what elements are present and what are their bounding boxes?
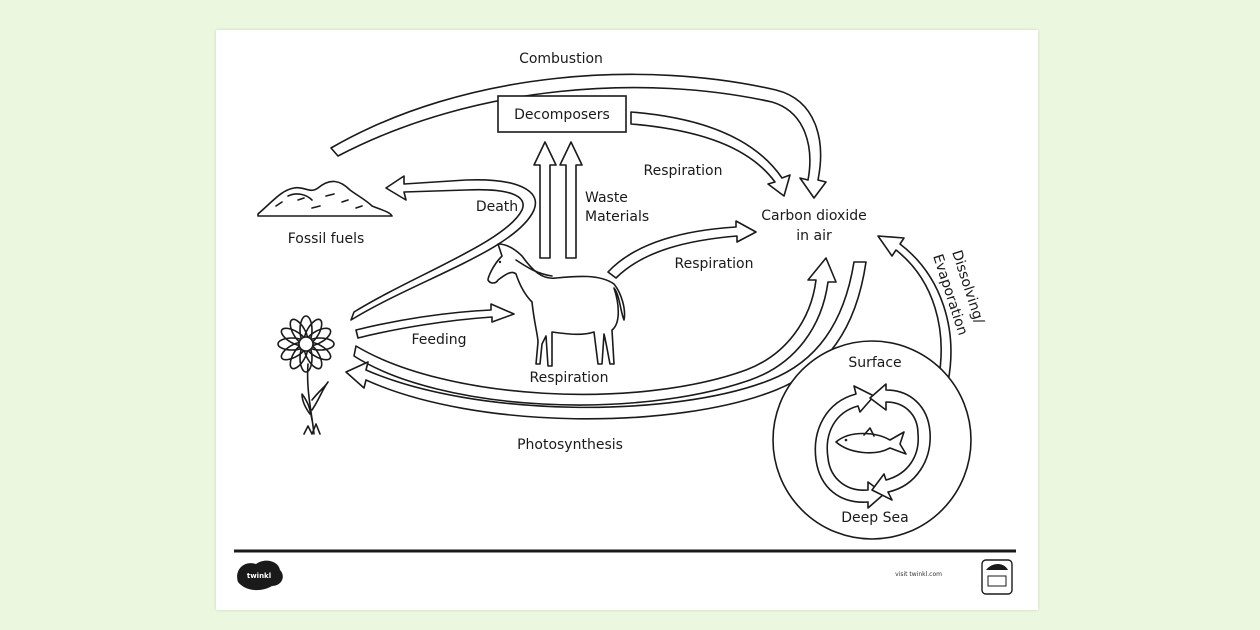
ocean-cycle-arrow-right [869, 383, 931, 501]
respiration-mid-label: Respiration [675, 256, 754, 272]
waste-label-line1: Waste [585, 190, 628, 206]
dissolving-arrow [877, 235, 952, 383]
fossil-fuels-icon [257, 180, 393, 217]
combustion-label: Combustion [519, 51, 603, 67]
horse-icon [487, 243, 626, 367]
fossil-fuels-label: Fossil fuels [288, 231, 365, 247]
decomposers-box [497, 95, 627, 133]
plant-respiration-arc [353, 257, 837, 406]
horse-respiration-arrow [607, 220, 757, 279]
photosynthesis-label: Photosynthesis [517, 437, 623, 453]
footer-badge-icon [981, 559, 1013, 595]
fish-icon [835, 427, 907, 455]
combustion-arrow [330, 73, 827, 199]
decomposers-label: Decomposers [514, 107, 610, 123]
waste-arrow-left [533, 141, 557, 259]
waste-arrow-right [559, 141, 583, 259]
death-label: Death [476, 199, 518, 215]
death-arrow [350, 175, 537, 321]
ocean-circle [772, 340, 972, 540]
twinkl-logo: twinkl [237, 560, 283, 591]
flower-icon [277, 315, 335, 435]
carbon-dioxide-label-line1: Carbon dioxide [761, 208, 866, 224]
svg-text:twinkl: twinkl [247, 572, 271, 580]
respiration-horse-label: Respiration [530, 370, 609, 386]
surface-label: Surface [848, 355, 901, 371]
carbon-cycle-diagram: Decomposers [234, 51, 1016, 595]
feeding-arrow [355, 303, 515, 339]
deep-sea-label: Deep Sea [841, 510, 908, 526]
respiration-top-label: Respiration [644, 163, 723, 179]
carbon-dioxide-label-line2: in air [796, 228, 832, 244]
waste-label-line2: Materials [585, 209, 649, 225]
feeding-label: Feeding [411, 332, 466, 348]
decomposer-respiration-arrow [630, 111, 791, 197]
footer-url: visit twinkl.com [895, 571, 942, 578]
